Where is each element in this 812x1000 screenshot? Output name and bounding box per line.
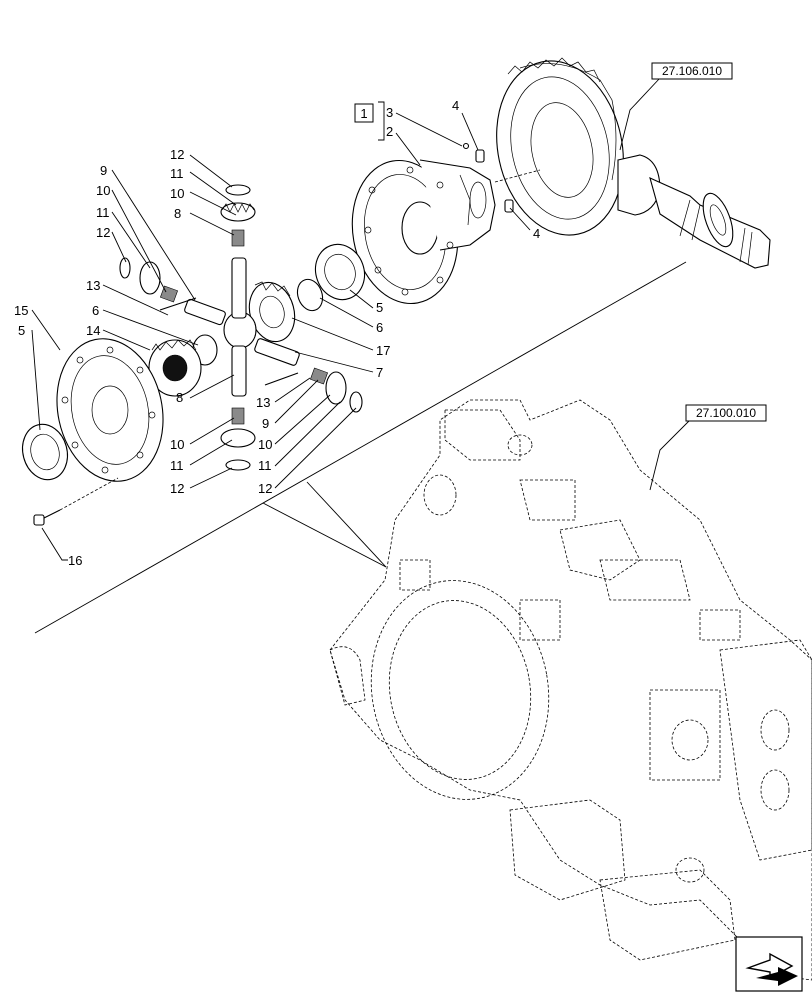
callout-9-left: 9: [100, 163, 107, 178]
bearing-left: [21, 423, 69, 481]
differential-housing: [351, 159, 541, 305]
leader-lines: [31, 77, 691, 561]
svg-text:1: 1: [360, 106, 367, 121]
callout-14: 14: [86, 323, 100, 338]
callout-6-right: 6: [376, 320, 383, 335]
callout-9-right: 9: [262, 416, 269, 431]
callout-4-right: 4: [533, 226, 540, 241]
bolt: [33, 477, 119, 526]
differential-case: [56, 338, 164, 482]
callout-8-bottom: 8: [176, 390, 183, 405]
callout-2: 2: [386, 124, 393, 139]
svg-text:27.106.010: 27.106.010: [662, 64, 722, 78]
callout-10-right: 10: [258, 437, 272, 452]
transmission-housing: [329, 399, 812, 981]
callout-7: 7: [376, 365, 383, 380]
kit-box: 1: [354, 103, 374, 123]
lower-pinion-stack: [220, 407, 256, 471]
callout-4-top: 4: [452, 98, 459, 113]
callout-12-bottom: 12: [170, 481, 184, 496]
callout-6-left: 6: [92, 303, 99, 318]
callout-10-top: 10: [170, 186, 184, 201]
separator-lines: [34, 261, 687, 634]
callout-3: 3: [386, 105, 393, 120]
reference-box-housing[interactable]: 27.100.010: [685, 404, 767, 422]
spider-cross: [159, 257, 300, 397]
callout-12-top: 12: [170, 147, 184, 162]
crown-gear-assembly: [496, 57, 771, 269]
reference-box-crown-gear[interactable]: 27.106.010: [651, 62, 733, 80]
callout-10-left: 10: [96, 183, 110, 198]
callout-11-top: 11: [170, 166, 184, 181]
callout-labels: 3 2 4 4 5 6 17 7 12 11 10 8 9 10 11 12 1…: [14, 98, 540, 568]
callout-12-left: 12: [96, 225, 110, 240]
left-gear: [148, 334, 218, 397]
callout-16: 16: [68, 553, 82, 568]
callout-10-bottom: 10: [170, 437, 184, 452]
callout-5-right: 5: [376, 300, 383, 315]
upper-pinion-stack: [220, 184, 256, 247]
right-pinion-stack: [309, 367, 363, 413]
bearing-right: [296, 243, 366, 312]
next-page-arrow-icon[interactable]: [735, 936, 803, 992]
callout-17: 17: [376, 343, 390, 358]
callout-13-left: 13: [86, 278, 100, 293]
callout-8-top: 8: [174, 206, 181, 221]
svg-text:27.100.010: 27.100.010: [696, 406, 756, 420]
callout-11-right: 11: [258, 458, 272, 473]
callout-12-right: 12: [258, 481, 272, 496]
callout-11-left: 11: [96, 205, 110, 220]
callout-5-left: 5: [18, 323, 25, 338]
left-pinion-stack: [119, 257, 179, 303]
callout-13-right: 13: [256, 395, 270, 410]
callout-11-bottom: 11: [170, 458, 184, 473]
callout-15: 15: [14, 303, 28, 318]
